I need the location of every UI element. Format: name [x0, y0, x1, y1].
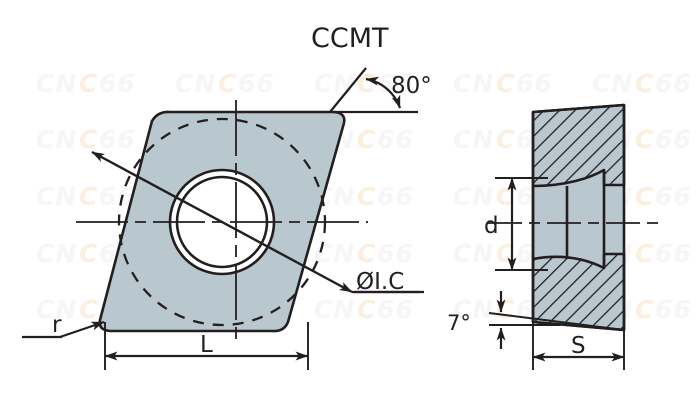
ic-diagonal-leader: [91, 150, 353, 294]
section-hatch-upper: [531, 103, 626, 188]
corner-radius-callout: [22, 320, 105, 339]
watermark-item: CN C 66: [314, 295, 414, 324]
clearance-angle-callout: [488, 291, 625, 349]
svg-text:66: 66: [377, 182, 414, 211]
svg-text:C: C: [79, 295, 98, 324]
svg-text:CN: CN: [36, 295, 77, 324]
bore-label-d: d: [484, 213, 499, 239]
svg-text:C: C: [635, 182, 654, 211]
angle-callout-80: [329, 67, 418, 114]
clearance-label-7: 7°: [447, 311, 471, 335]
svg-text:C: C: [79, 239, 98, 268]
top-view-group: [76, 100, 368, 345]
svg-text:66: 66: [516, 69, 553, 98]
svg-text:CN: CN: [314, 295, 355, 324]
svg-text:66: 66: [99, 125, 136, 154]
svg-text:CN: CN: [453, 295, 494, 324]
svg-text:C: C: [79, 69, 98, 98]
watermark-item: CN C 66: [453, 69, 553, 98]
length-label-L: L: [200, 332, 213, 358]
svg-text:C: C: [357, 295, 376, 324]
corner-radius-label: r: [52, 312, 62, 338]
svg-text:C: C: [218, 69, 237, 98]
svg-text:66: 66: [655, 239, 692, 268]
svg-text:66: 66: [99, 69, 136, 98]
length-dimension-L: [104, 322, 309, 370]
svg-text:CN: CN: [36, 182, 77, 211]
thickness-dimension-S: [532, 322, 625, 370]
svg-text:C: C: [79, 125, 98, 154]
svg-text:C: C: [635, 239, 654, 268]
angle-arc-80: [365, 76, 402, 109]
bore-dimension-d: [495, 177, 548, 271]
watermark-item: CN C 66: [314, 182, 414, 211]
watermark-item: CN C 66: [36, 125, 136, 154]
angle-label-80: 80°: [391, 73, 432, 99]
svg-text:66: 66: [655, 125, 692, 154]
svg-text:66: 66: [377, 295, 414, 324]
svg-text:CN: CN: [36, 239, 77, 268]
svg-text:C: C: [357, 239, 376, 268]
watermark-item: CN C 66: [36, 182, 135, 211]
svg-text:C: C: [496, 69, 515, 98]
svg-text:C: C: [635, 295, 654, 324]
svg-text:C: C: [357, 125, 376, 154]
svg-text:C: C: [357, 182, 376, 211]
svg-text:CN: CN: [175, 69, 216, 98]
svg-text:66: 66: [655, 182, 692, 211]
watermark-item: CN C 66: [592, 69, 692, 98]
svg-text:66: 66: [655, 295, 692, 324]
watermark-item: CN C 66: [175, 69, 275, 98]
page-title: CCMT: [311, 23, 389, 54]
svg-text:CN: CN: [36, 69, 77, 98]
section-hatch-lower: [531, 252, 626, 332]
svg-text:CN: CN: [453, 182, 494, 211]
side-outline-top: [532, 103, 625, 114]
watermark-item: CN C 66: [36, 69, 136, 98]
svg-text:C: C: [496, 125, 515, 154]
svg-text:66: 66: [238, 69, 275, 98]
thickness-label-S: S: [571, 333, 586, 359]
svg-text:66: 66: [377, 125, 414, 154]
svg-text:C: C: [496, 295, 515, 324]
clearance-taper-line: [488, 312, 625, 331]
svg-text:CN: CN: [314, 239, 355, 268]
svg-text:CN: CN: [314, 69, 355, 98]
svg-text:CN: CN: [453, 69, 494, 98]
watermark-item: CN C 66: [314, 239, 414, 268]
side-view-group: [488, 103, 660, 332]
svg-text:CN: CN: [453, 239, 494, 268]
r-leader-angled: [59, 320, 105, 339]
svg-text:C: C: [635, 69, 654, 98]
svg-text:CN: CN: [36, 125, 77, 154]
svg-text:CN: CN: [453, 125, 494, 154]
svg-text:CN: CN: [592, 69, 633, 98]
angle-extension-slant: [329, 67, 367, 113]
svg-text:C: C: [635, 125, 654, 154]
svg-text:66: 66: [655, 69, 692, 98]
ic-diameter-label: ØI.C: [356, 269, 404, 295]
svg-text:C: C: [357, 69, 376, 98]
svg-text:C: C: [79, 182, 98, 211]
svg-text:66: 66: [377, 239, 414, 268]
